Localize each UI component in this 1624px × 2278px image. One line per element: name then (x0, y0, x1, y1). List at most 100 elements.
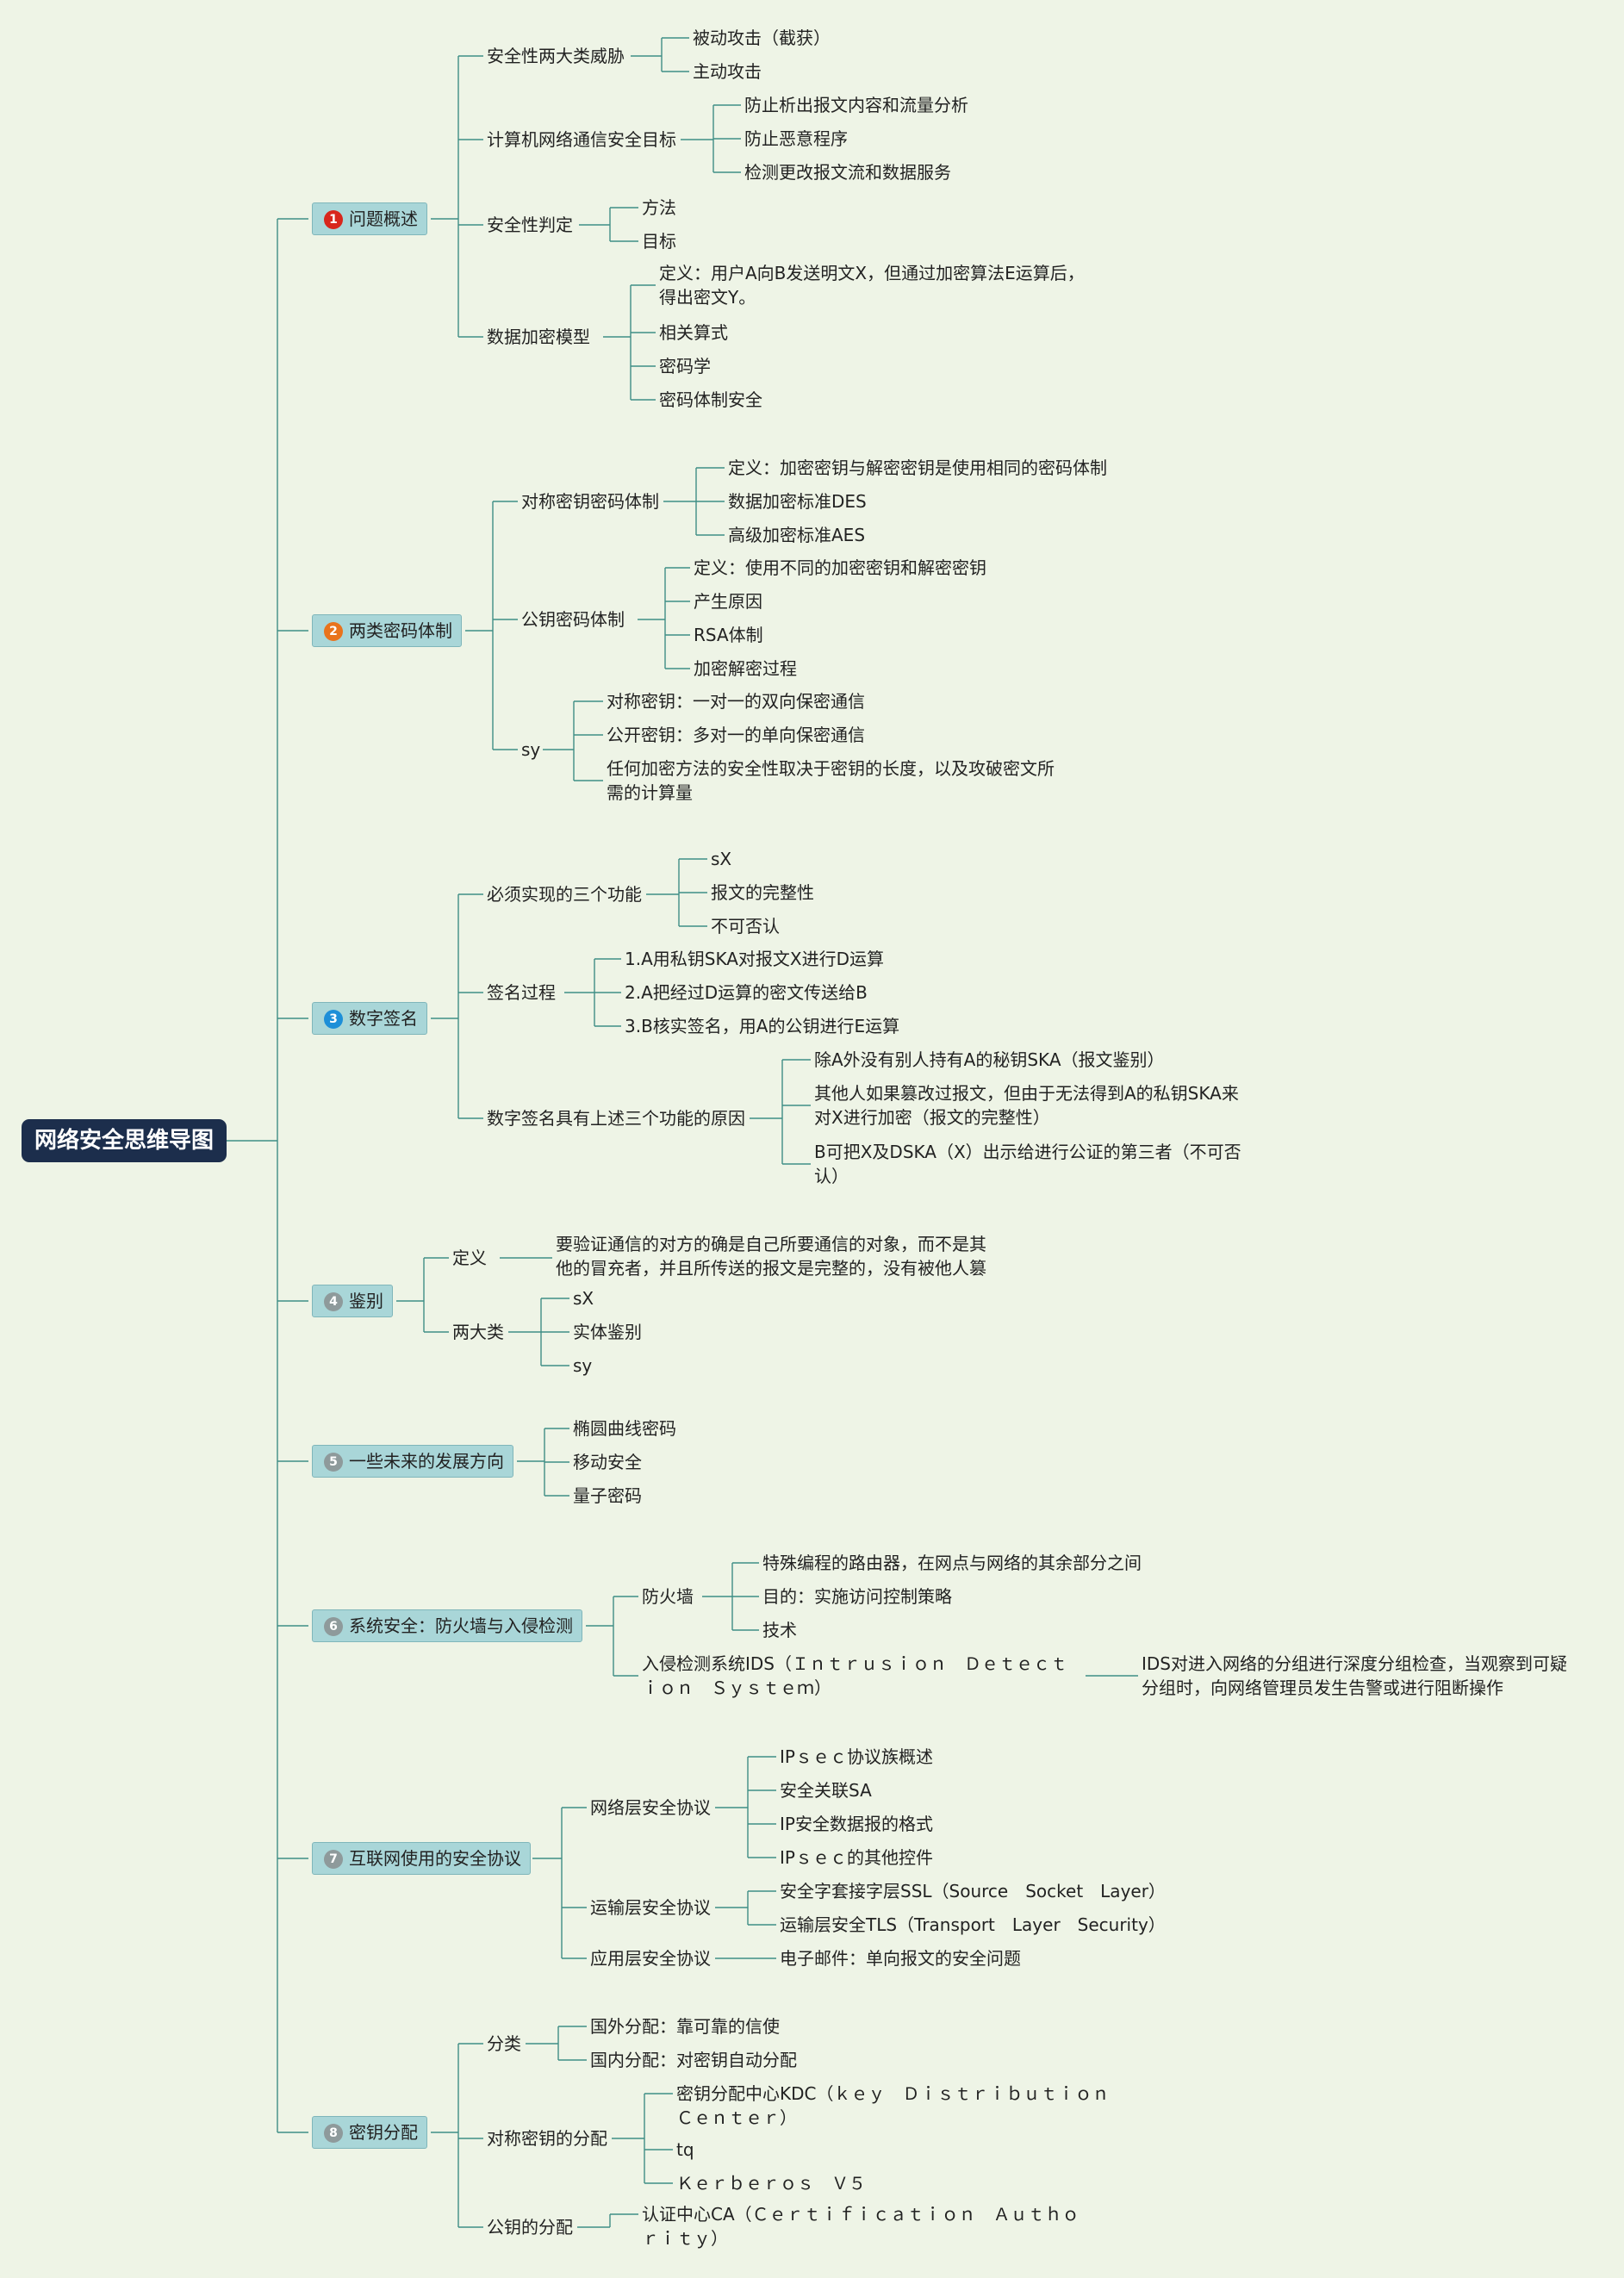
topic-title: 数字签名 (349, 1008, 418, 1029)
leaf-node[interactable]: IP安全数据报的格式 (780, 1814, 933, 1834)
leaf-node[interactable]: 除A外没有别人持有A的秘钥SKA（报文鉴别） (814, 1049, 1165, 1070)
node-label[interactable]: 安全性判定 (487, 215, 573, 235)
node-label[interactable]: 数据加密模型 (487, 327, 590, 347)
topic-title: 问题概述 (349, 209, 418, 229)
topic-4[interactable]: 4 鉴别 (312, 1285, 393, 1317)
topic-2[interactable]: 2 两类密码体制 (312, 614, 462, 647)
node-label[interactable]: 公钥的分配 (487, 2217, 573, 2238)
node-label[interactable]: 入侵检测系统IDS（Ｉｎｔｒｕｓｉｏｎ Ｄｅｔｅｃｔｉｏｎ Ｓｙｓｔｅｍ） (642, 1653, 1067, 1698)
leaf-node[interactable]: 不可否认 (711, 916, 780, 937)
topic-1[interactable]: 1 问题概述 (312, 202, 427, 235)
leaf-node[interactable]: 相关算式 (659, 322, 728, 343)
number-badge: 2 (324, 622, 343, 641)
node-label[interactable]: 防火墙 (642, 1586, 694, 1607)
leaf-node[interactable]: 高级加密标准AES (728, 525, 866, 545)
leaf-node[interactable]: IDS对进入网络的分组进行深度分组检查，当观察到可疑分组时，向网络管理员发生告警… (1142, 1653, 1567, 1698)
leaf-node[interactable]: 防止析出报文内容和流量分析 (744, 95, 968, 115)
node-label[interactable]: 定义 (452, 1248, 487, 1268)
topic-title: 密钥分配 (349, 2122, 418, 2143)
topic-title: 鉴别 (349, 1291, 383, 1311)
number-badge: 3 (324, 1010, 343, 1029)
number-badge: 4 (324, 1292, 343, 1311)
leaf-node[interactable]: tq (676, 2139, 694, 2160)
leaf-node[interactable]: 密码体制安全 (659, 389, 762, 410)
node-label[interactable]: 公钥密码体制 (521, 609, 625, 630)
node-label[interactable]: 分类 (487, 2033, 521, 2054)
topic-6[interactable]: 6 系统安全：防火墙与入侵检测 (312, 1609, 582, 1642)
leaf-node[interactable]: 任何加密方法的安全性取决于密钥的长度，以及攻破密文所需的计算量 (607, 758, 1055, 803)
leaf-node[interactable]: 国内分配：对密钥自动分配 (590, 2050, 797, 2070)
leaf-node[interactable]: 运输层安全TLS（Transport Layer Security） (780, 1914, 1166, 1935)
leaf-node[interactable]: 3.B核实签名，用A的公钥进行E运算 (625, 1016, 900, 1036)
leaf-node[interactable]: 密钥分配中心KDC（ｋｅｙ Ｄｉｓｔｒｉｂｕｔｉｏｎ Ｃｅｎｔｅｒ） (676, 2083, 1127, 2128)
leaf-node[interactable]: 2.A把经过D运算的密文传送给B (625, 982, 868, 1003)
leaf-node[interactable]: 量子密码 (573, 1485, 642, 1506)
topic-7[interactable]: 7 互联网使用的安全协议 (312, 1842, 531, 1875)
number-badge: 6 (324, 1617, 343, 1636)
number-badge: 1 (324, 210, 343, 229)
leaf-node[interactable]: sX (573, 1288, 594, 1309)
topic-5[interactable]: 5 一些未来的发展方向 (312, 1445, 513, 1478)
topic-3[interactable]: 3 数字签名 (312, 1002, 427, 1035)
topic-title: 两类密码体制 (349, 620, 452, 641)
leaf-node[interactable]: 安全关联SA (780, 1780, 872, 1801)
leaf-node[interactable]: 特殊编程的路由器，在网点与网络的其余部分之间 (762, 1553, 1142, 1573)
number-badge: 8 (324, 2124, 343, 2143)
leaf-node[interactable]: 认证中心CA（Ｃｅｒｔｉｆｉｃａｔｉｏｎ Ａｕｔｈｏｒｉｔｙ） (642, 2204, 1080, 2249)
topic-title: 系统安全：防火墙与入侵检测 (349, 1615, 573, 1636)
leaf-node[interactable]: sX (711, 849, 732, 869)
node-label[interactable]: 运输层安全协议 (590, 1897, 711, 1918)
leaf-node[interactable]: 其他人如果篡改过报文，但由于无法得到A的私钥SKA来对X进行加密（报文的完整性） (814, 1083, 1239, 1128)
node-label[interactable]: 两大类 (452, 1322, 504, 1342)
leaf-node[interactable]: Ｋｅｒｂｅｒｏｓ Ｖ５ (676, 2173, 866, 2194)
node-label[interactable]: 必须实现的三个功能 (487, 884, 642, 905)
node-label[interactable]: 网络层安全协议 (590, 1797, 711, 1818)
root-node[interactable]: 网络安全思维导图 (22, 1119, 227, 1162)
leaf-node[interactable]: 主动攻击 (693, 61, 762, 82)
leaf-node[interactable]: 目的：实施访问控制策略 (762, 1586, 952, 1607)
leaf-node[interactable]: B可把X及DSKA（X）出示给进行公证的第三者（不可否认） (814, 1142, 1241, 1186)
leaf-node[interactable]: 国外分配：靠可靠的信使 (590, 2016, 780, 2037)
leaf-node[interactable]: 电子邮件：单向报文的安全问题 (780, 1948, 1021, 1969)
leaf-node[interactable]: 被动攻击（截获） (693, 28, 831, 48)
leaf-node[interactable]: 定义：用户A向B发送明文X，但通过加密算法E运算后，得出密文Y。 (659, 263, 1085, 308)
leaf-node[interactable]: 方法 (642, 197, 676, 218)
leaf-node[interactable]: 定义：使用不同的加密密钥和解密密钥 (694, 557, 986, 578)
node-label[interactable]: 计算机网络通信安全目标 (487, 129, 676, 150)
leaf-node[interactable]: 安全字套接字层SSL（Source Socket Layer） (780, 1881, 1166, 1901)
topic-8[interactable]: 8 密钥分配 (312, 2116, 427, 2149)
number-badge: 7 (324, 1850, 343, 1869)
leaf-node[interactable]: 密码学 (659, 356, 711, 377)
leaf-node[interactable]: 要验证通信的对方的确是自己所要通信的对象，而不是其他的冒充者，并且所传送的报文是… (556, 1234, 986, 1279)
leaf-node[interactable]: 公开密钥：多对一的单向保密通信 (607, 725, 865, 745)
node-label[interactable]: 安全性两大类威胁 (487, 46, 625, 66)
topic-title: 互联网使用的安全协议 (349, 1848, 521, 1869)
leaf-node[interactable]: RSA体制 (694, 625, 763, 645)
node-label[interactable]: 数字签名具有上述三个功能的原因 (487, 1108, 745, 1129)
leaf-node[interactable]: 定义：加密密钥与解密密钥是使用相同的密码体制 (728, 457, 1107, 478)
leaf-node[interactable]: 1.A用私钥SKA对报文X进行D运算 (625, 949, 885, 969)
leaf-node[interactable]: 目标 (642, 231, 676, 252)
leaf-node[interactable]: 移动安全 (573, 1452, 642, 1472)
leaf-node[interactable]: 对称密钥：一对一的双向保密通信 (607, 691, 865, 712)
leaf-node[interactable]: 产生原因 (694, 591, 762, 612)
leaf-node[interactable]: 数据加密标准DES (728, 491, 867, 512)
number-badge: 5 (324, 1453, 343, 1472)
leaf-node[interactable]: 报文的完整性 (711, 882, 814, 903)
leaf-node[interactable]: 实体鉴别 (573, 1322, 642, 1342)
node-label[interactable]: sy (521, 739, 541, 760)
leaf-node[interactable]: 加密解密过程 (694, 658, 797, 679)
node-label[interactable]: 对称密钥的分配 (487, 2128, 607, 2149)
node-label[interactable]: 签名过程 (487, 982, 556, 1003)
topic-title: 一些未来的发展方向 (349, 1451, 504, 1472)
leaf-node[interactable]: 防止恶意程序 (744, 128, 848, 149)
leaf-node[interactable]: IPｓｅｃ的其他控件 (780, 1847, 933, 1868)
leaf-node[interactable]: 椭圆曲线密码 (573, 1418, 676, 1439)
leaf-node[interactable]: 技术 (762, 1620, 797, 1640)
node-label[interactable]: 对称密钥密码体制 (521, 491, 659, 512)
leaf-node[interactable]: 检测更改报文流和数据服务 (744, 162, 951, 183)
leaf-node[interactable]: IPｓｅｃ协议族概述 (780, 1746, 933, 1767)
leaf-node[interactable]: sy (573, 1355, 593, 1376)
node-label[interactable]: 应用层安全协议 (590, 1948, 711, 1969)
